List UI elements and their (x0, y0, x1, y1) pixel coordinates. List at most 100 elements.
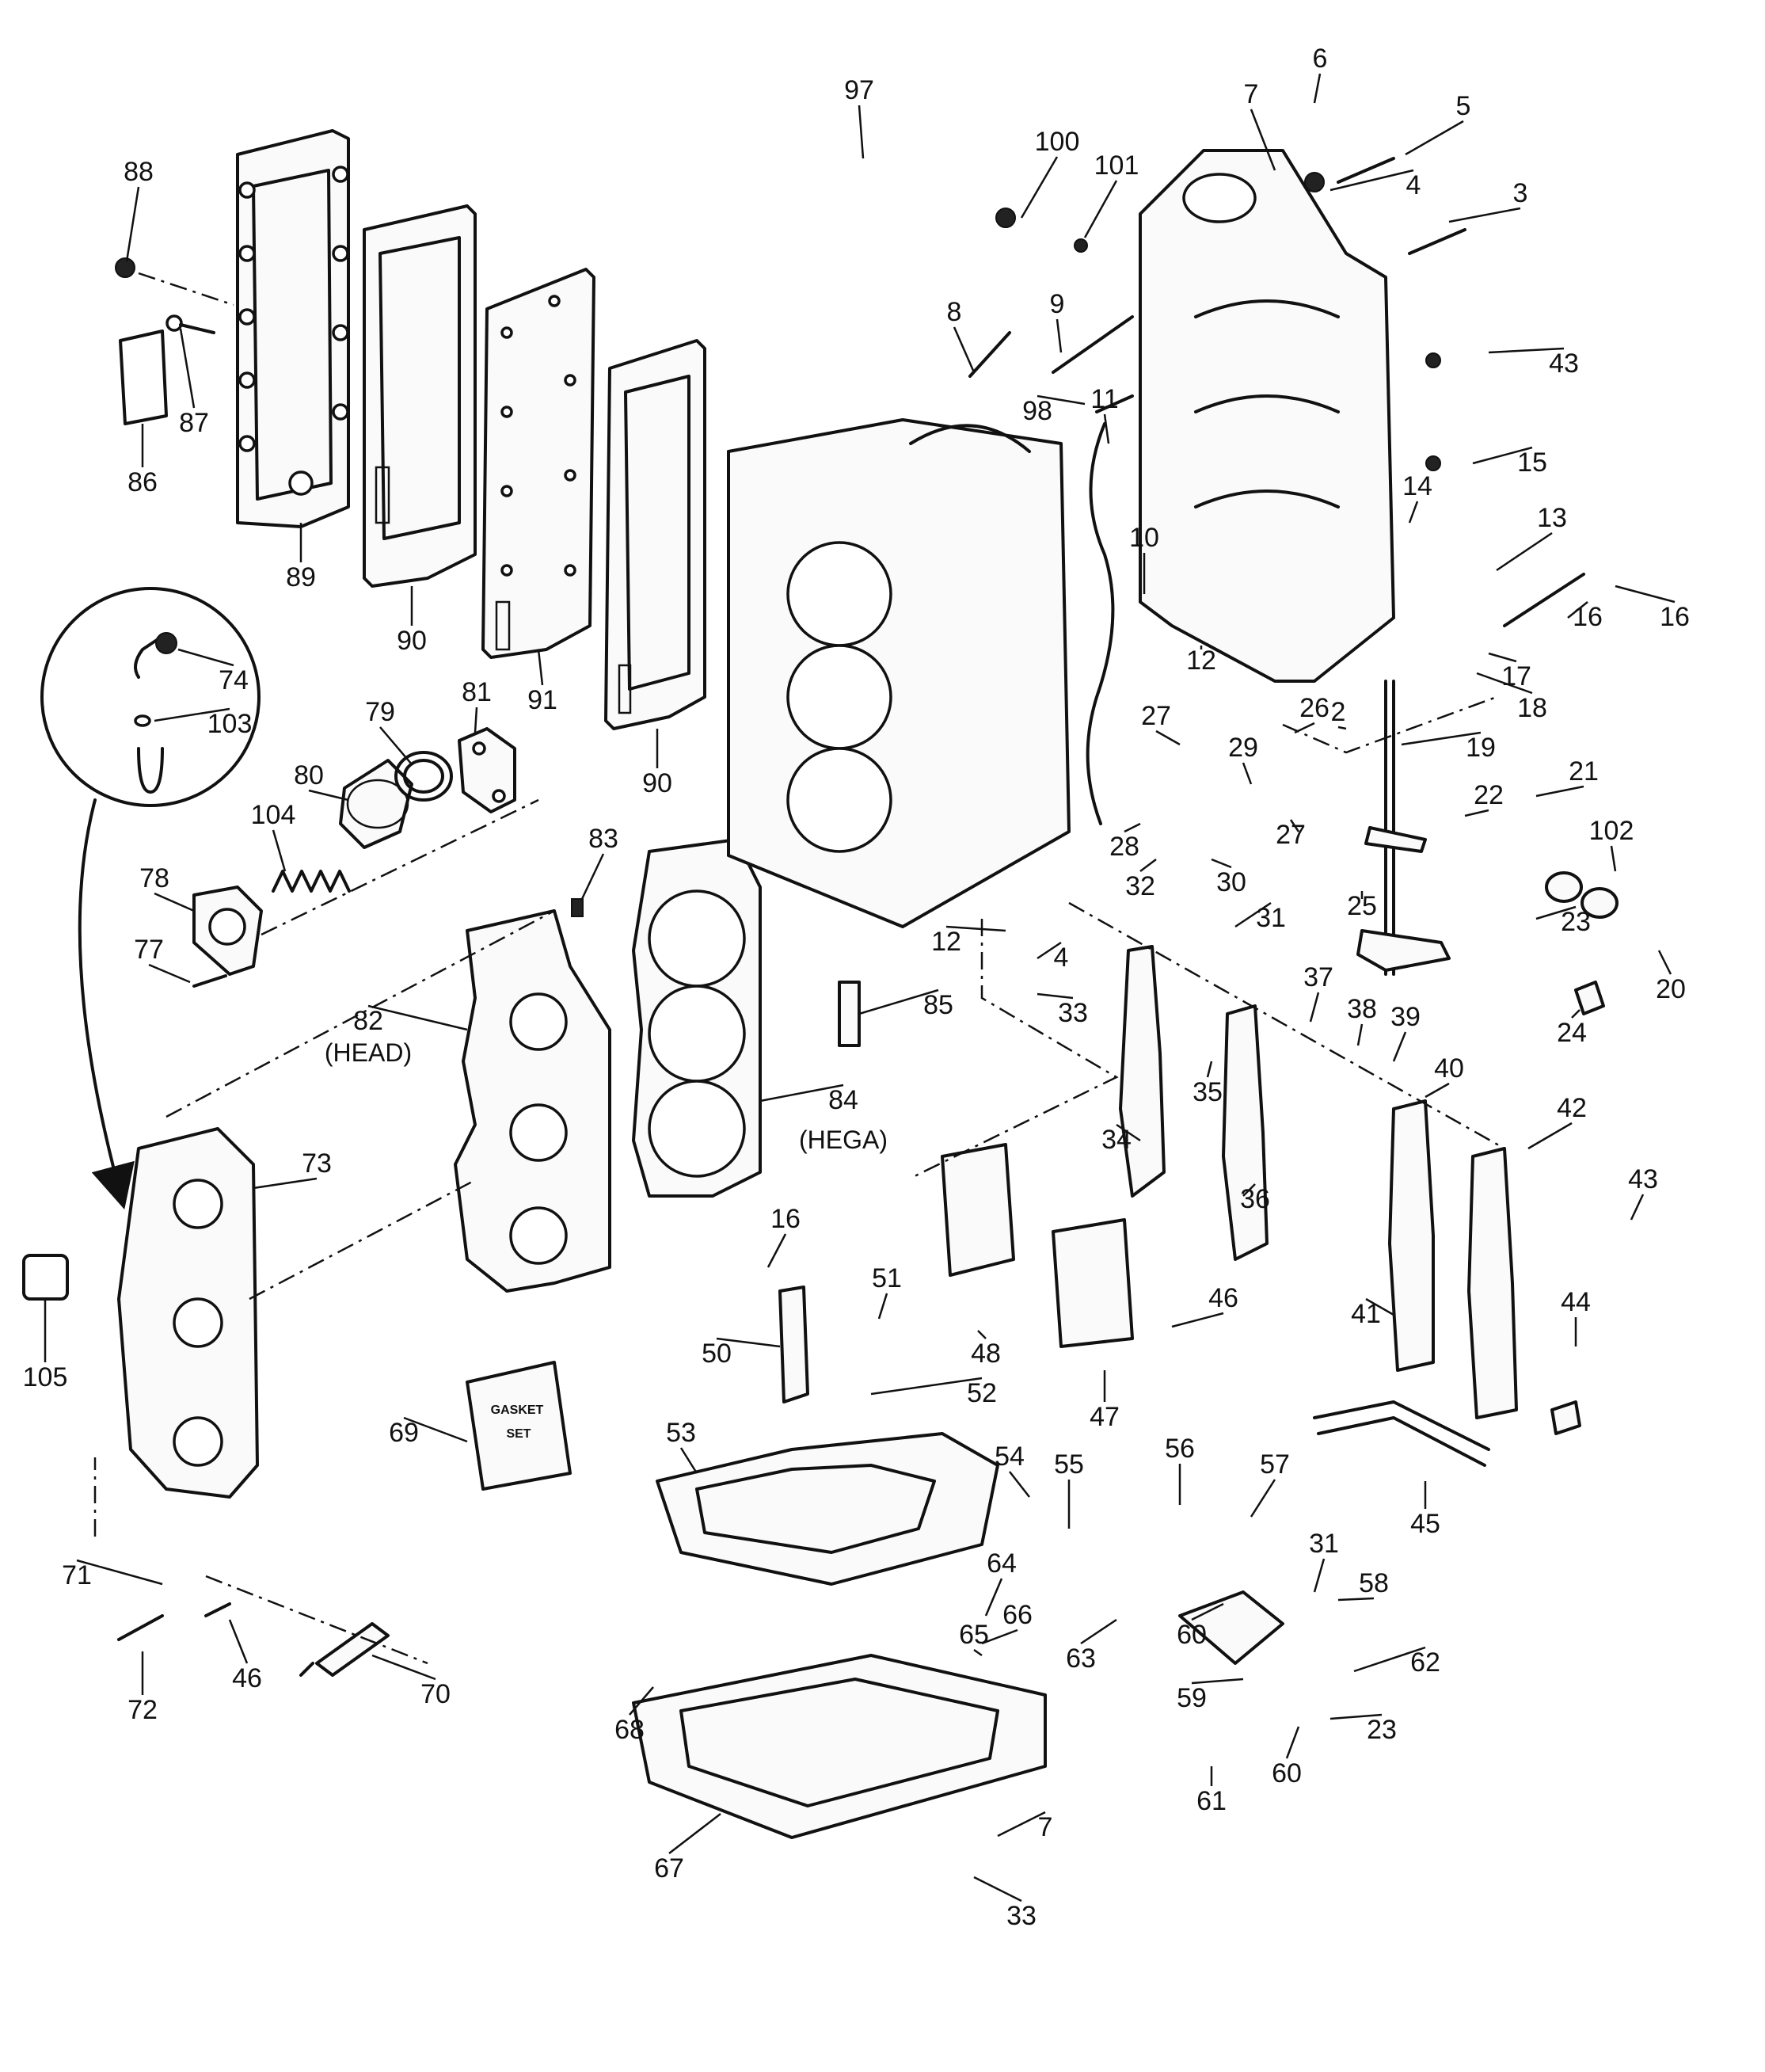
leader-line (1425, 1082, 1450, 1099)
callout-number: 9 (1050, 289, 1065, 319)
leader-line (1356, 1023, 1364, 1046)
cover-78 (192, 886, 263, 976)
callout-number: 101 (1094, 150, 1139, 181)
callout-number: 85 (923, 990, 953, 1020)
callout-number: 20 (1656, 974, 1686, 1004)
spark-plug-70 (299, 1622, 390, 1677)
callout-number: 69 (389, 1418, 419, 1448)
callout-number: 21 (1569, 756, 1599, 787)
leader-line (1083, 180, 1118, 238)
cover-42 (1467, 1147, 1518, 1419)
leader-line (945, 925, 1006, 932)
callout-number: 43 (1549, 349, 1579, 379)
leader-line (1313, 73, 1322, 104)
leader-line (1056, 318, 1063, 353)
leader-line (1329, 169, 1414, 192)
leader-line (1657, 950, 1672, 975)
exhaust-cover-89 (236, 129, 350, 528)
callout-number: 26 (1299, 693, 1329, 723)
callout-number: 82 (353, 1006, 383, 1036)
callout-number: 44 (1561, 1287, 1591, 1317)
callout-number: 23 (1561, 907, 1591, 937)
leader-line (148, 963, 191, 984)
callout-number: 46 (232, 1663, 262, 1693)
callout-number: 25 (1347, 891, 1377, 921)
leader-line (1610, 845, 1617, 872)
callout-number: 97 (844, 75, 874, 105)
leader-line (1405, 120, 1464, 156)
callout-number: 68 (614, 1715, 645, 1745)
leader-line (1155, 729, 1181, 746)
seal-79 (394, 751, 453, 802)
leader-line (1392, 1031, 1407, 1062)
callout-number: 16 (1660, 602, 1690, 632)
callout-number: 34 (1101, 1125, 1132, 1155)
callout-number: 62 (1410, 1647, 1440, 1678)
callout-number: 31 (1309, 1529, 1339, 1559)
leader-line (1448, 207, 1521, 223)
callout-number: 33 (1006, 1901, 1037, 1931)
callout-number: 33 (1058, 998, 1088, 1028)
throttle-shaft-19 (1356, 680, 1451, 976)
leader-line (1353, 1646, 1426, 1673)
leader-line (1206, 1061, 1213, 1078)
leader-line (1472, 446, 1533, 465)
leader-line (858, 988, 939, 1015)
callout-number: 63 (1066, 1644, 1096, 1674)
leader-line (1242, 1183, 1256, 1197)
callout-number: 2 (1331, 697, 1346, 727)
hose-45 (1313, 1400, 1490, 1467)
callout-number: 83 (588, 824, 618, 854)
callout-number: 24 (1557, 1018, 1587, 1048)
grommet-105 (22, 1254, 69, 1301)
callout-number: 50 (702, 1339, 732, 1369)
callout-number: 15 (1517, 448, 1547, 478)
callout-number: 87 (179, 408, 209, 438)
detail-circle (40, 587, 261, 1210)
leader-line (1294, 722, 1315, 734)
leader-line (1250, 109, 1276, 171)
callout-number: 65 (959, 1620, 989, 1650)
leader-line (580, 853, 605, 900)
cover-48 (941, 1143, 1015, 1277)
callout-number: 61 (1196, 1786, 1227, 1816)
tube-85 (838, 981, 861, 1047)
outer-cover-73 (117, 1127, 259, 1499)
rod-17 (1503, 573, 1585, 627)
callout-number: 39 (1390, 1002, 1421, 1032)
callout-number: 27 (1141, 701, 1171, 731)
leader-line (1488, 652, 1517, 663)
callout-number: 98 (1022, 396, 1052, 426)
callout-number: 16 (1573, 602, 1603, 632)
callout-number: 88 (124, 157, 154, 187)
callout-number: 43 (1628, 1164, 1658, 1194)
leader-line (1329, 1713, 1383, 1720)
callout-number: 31 (1256, 903, 1286, 933)
leader-line (973, 1648, 983, 1657)
leader-line (1476, 672, 1533, 695)
callout-number: 7 (1244, 79, 1259, 109)
seal-11 (1086, 422, 1115, 825)
callout-number: 8 (947, 297, 962, 327)
leader-line (154, 707, 230, 722)
leader-line (973, 1876, 1022, 1903)
adapter-plate-67 (632, 1654, 1047, 1839)
callout-number: 59 (1177, 1683, 1207, 1713)
callout-number: 4 (1054, 943, 1069, 973)
plate-91 (481, 268, 595, 659)
thermostat-80 (339, 759, 413, 849)
bolt-72 (117, 1614, 164, 1641)
callout-number: 64 (987, 1548, 1017, 1579)
leader-line (1139, 859, 1157, 872)
leader-line (1289, 819, 1300, 832)
callout-number: 12 (1186, 646, 1216, 676)
callout-number: 22 (1474, 780, 1504, 810)
leader-line (1191, 1602, 1224, 1621)
leader-line (668, 1813, 721, 1854)
callout-number: 36 (1240, 1184, 1270, 1214)
leader-line (759, 1084, 844, 1103)
leader-line (1571, 1009, 1581, 1019)
leader-line (125, 186, 140, 262)
callout-number: 84 (828, 1085, 858, 1115)
